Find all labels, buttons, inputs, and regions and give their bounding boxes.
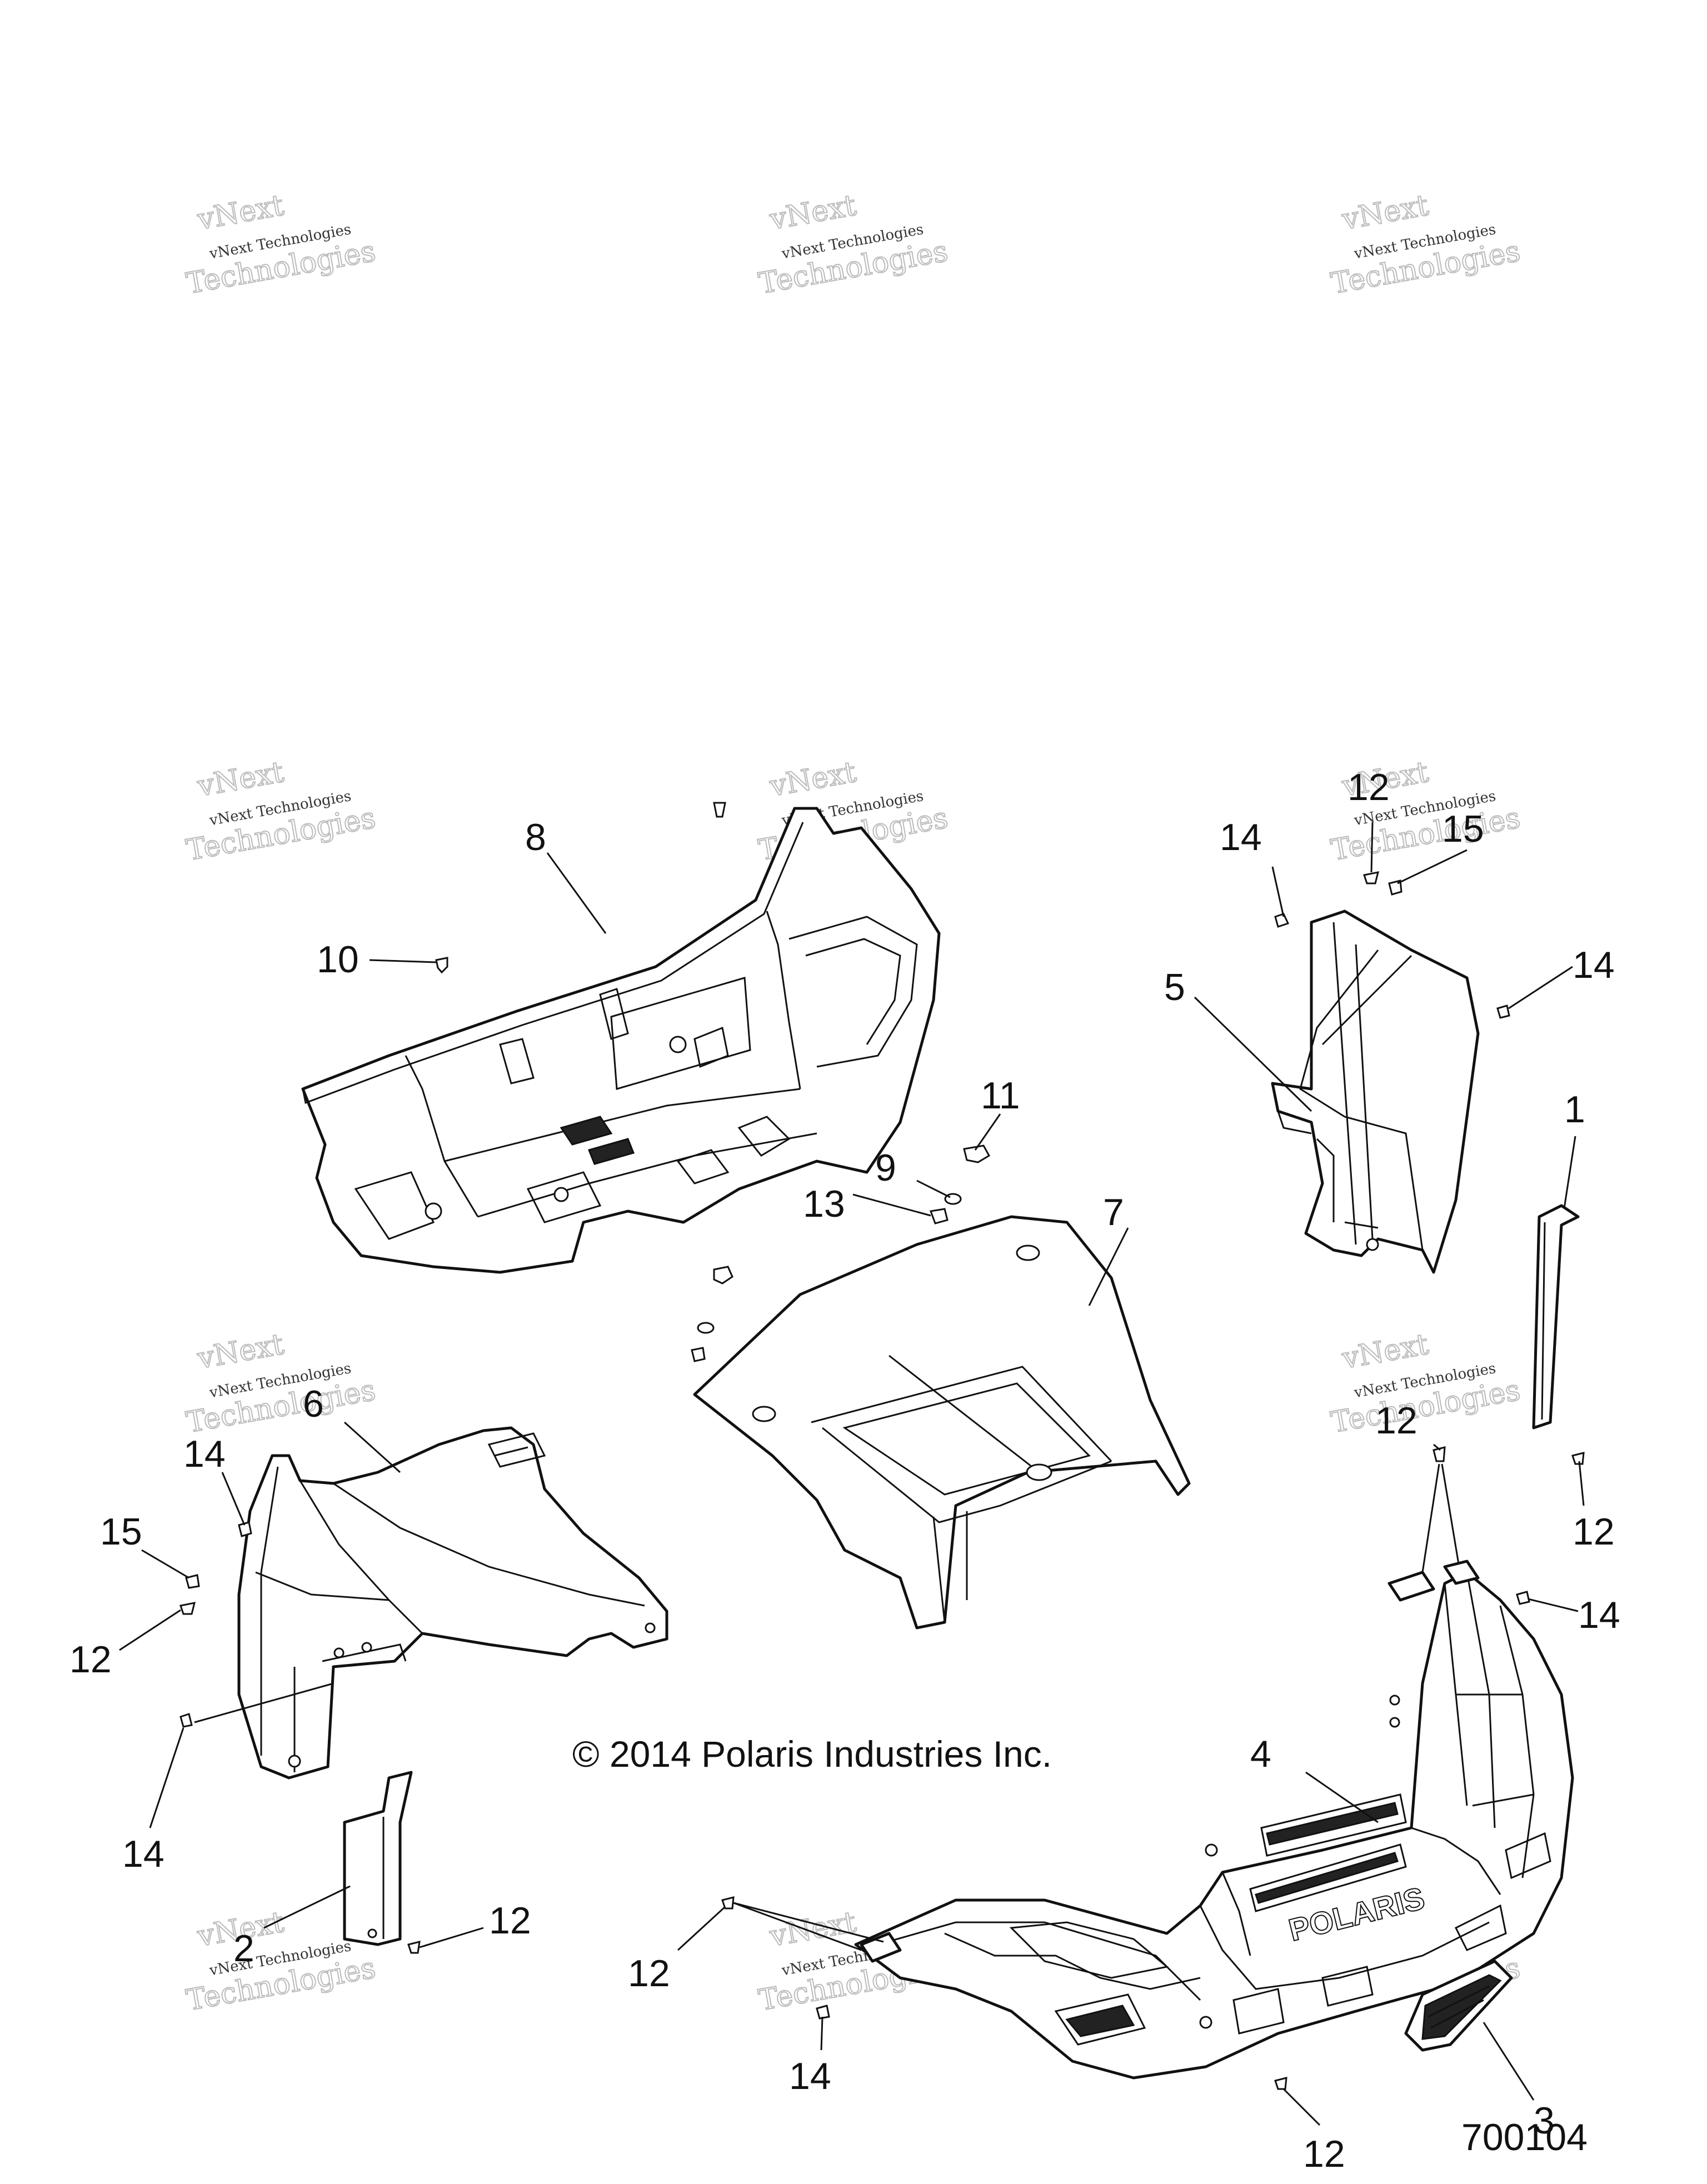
callout-12g: 12 (1303, 2133, 1345, 2175)
watermark-mid-left: vNext vNext Technologies Technologies (183, 755, 378, 868)
part-1-right-bracket (1532, 1204, 1580, 1430)
watermark-text: vNext (194, 756, 286, 803)
callout-2: 2 (233, 1927, 254, 1970)
callout-12f: 12 (628, 1952, 670, 1995)
callout-12a: 12 (1347, 766, 1390, 808)
callout-12c: 12 (1375, 1400, 1417, 1442)
watermark-top-center: vNext vNext Technologies Technologies (756, 188, 951, 301)
part-2-left-bracket (343, 1771, 413, 1946)
callout-14a: 14 (1220, 816, 1262, 858)
copyright-notice: © 2014 Polaris Industries Inc. (572, 1733, 1052, 1775)
callout-5: 5 (1164, 966, 1185, 1008)
callout-10: 10 (317, 938, 359, 981)
callout-14c: 14 (1578, 1594, 1620, 1636)
callout-9: 9 (875, 1147, 896, 1189)
watermark-text: vNext (1339, 189, 1431, 237)
leader-lines (119, 822, 1585, 2126)
callout-12e: 12 (489, 1900, 531, 1942)
watermark-text: vNext (194, 1328, 286, 1376)
part-7-hood (693, 1215, 1191, 1630)
part-8-dash-panel (301, 802, 941, 1274)
part-5-right-fender (1271, 909, 1480, 1274)
callout-8: 8 (525, 816, 546, 858)
callout-3: 3 (1534, 2100, 1555, 2142)
watermark-text: vNext (767, 189, 859, 237)
callout-1: 1 (1564, 1088, 1585, 1131)
callout-14b: 14 (1573, 944, 1615, 986)
part-6-left-fender (237, 1426, 668, 1780)
callout-14e: 14 (122, 1833, 164, 1875)
fasteners (179, 871, 1585, 2090)
callout-15b: 15 (100, 1511, 142, 1553)
watermark-text: vNext (1339, 1328, 1431, 1376)
watermark-low-right: vNext vNext Technologies Technologies (1328, 1327, 1523, 1440)
callout-4: 4 (1250, 1733, 1271, 1775)
callout-14d: 14 (183, 1433, 226, 1475)
watermark-text: vNext (767, 756, 859, 803)
part-3-grille-insert (1404, 1960, 1513, 2052)
callout-6: 6 (303, 1383, 324, 1425)
watermark-top-right: vNext vNext Technologies Technologies (1328, 188, 1523, 301)
callout-labels: 8 10 11 9 13 7 5 14 12 15 14 1 12 12 14 … (69, 766, 1620, 2175)
callout-11: 11 (981, 1074, 1020, 1117)
watermark-low-left: vNext vNext Technologies Technologies (183, 1327, 378, 1440)
callout-14f: 14 (789, 2055, 831, 2097)
figure-number: 700104 (1461, 2116, 1588, 2158)
watermark-top-left: vNext vNext Technologies Technologies (183, 188, 378, 301)
callout-12b: 12 (1573, 1511, 1615, 1553)
callout-12d: 12 (69, 1638, 112, 1681)
callout-13: 13 (803, 1183, 845, 1225)
callout-7: 7 (1103, 1191, 1124, 1233)
watermark-text: vNext (194, 189, 286, 237)
watermark-text: vNext (767, 1906, 859, 1953)
callout-15a: 15 (1442, 808, 1484, 850)
part-4-front-bumper: POLARIS (854, 1560, 1574, 2080)
